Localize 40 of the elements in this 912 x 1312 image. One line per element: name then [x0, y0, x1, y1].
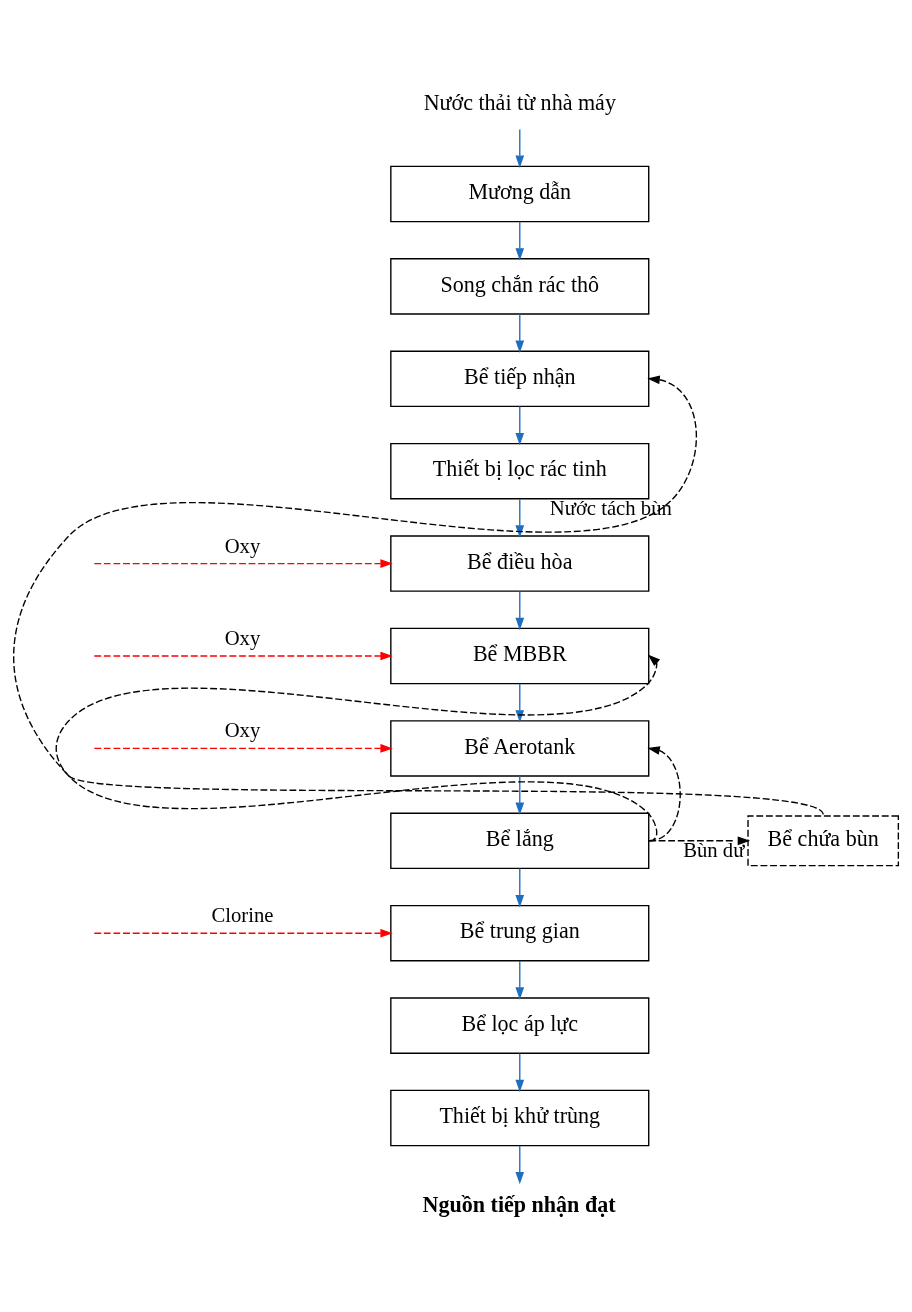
arrow [515, 313, 525, 353]
arrow [515, 1052, 525, 1093]
node-box: Bể điều hòa [390, 535, 650, 592]
node-box: Song chắn rác thô [390, 258, 650, 315]
arrow [515, 498, 525, 538]
edge-label: Bùn dư [683, 839, 745, 862]
arrow [93, 651, 393, 661]
node-box: Thiết bị khử trùng [390, 1089, 650, 1147]
node-box: Mương dẫn [390, 165, 650, 223]
arrow [515, 405, 525, 446]
node-box: Bể chứa bùn [747, 815, 900, 867]
arrow [515, 960, 525, 1000]
arrow [55, 654, 661, 842]
node-box: Thiết bị lọc rác tinh [390, 442, 650, 500]
arrow [13, 375, 824, 816]
edge-label: Oxy [224, 534, 261, 557]
arrow [515, 590, 525, 631]
arrow [515, 775, 525, 815]
node-box: Bể Aerotank [390, 720, 650, 777]
node-box: Bể lắng [390, 812, 650, 870]
edge-label: Clorine [211, 904, 274, 927]
edge-label: Oxy [224, 719, 261, 742]
arrow [647, 746, 681, 842]
arrow [515, 1145, 525, 1185]
arrow [515, 683, 525, 723]
node-box: Bể MBBR [390, 627, 650, 685]
arrow [515, 221, 525, 261]
arrow [93, 928, 393, 938]
arrow [93, 559, 393, 568]
node-text: Nguồn tiếp nhận đạt [422, 1191, 616, 1217]
edge-label: Nước tách bùn [549, 497, 672, 520]
node-box: Bể lọc áp lực [390, 997, 650, 1054]
node-box: Bể tiếp nhận [390, 350, 650, 408]
node-box: Bể trung gian [390, 904, 650, 962]
arrow [648, 836, 751, 846]
arrow [515, 867, 525, 908]
arrow [93, 744, 393, 753]
arrow [515, 128, 525, 168]
edge-label: Oxy [224, 626, 261, 649]
node-text: Nước thải từ nhà máy [423, 89, 616, 115]
